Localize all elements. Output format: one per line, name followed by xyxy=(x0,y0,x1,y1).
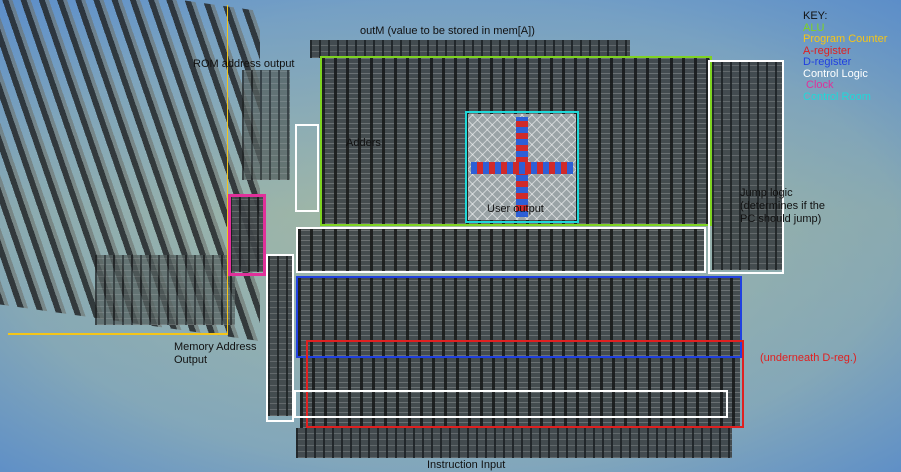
clock-circuitry xyxy=(230,196,264,272)
legend-item-a-register: A-register xyxy=(803,44,851,57)
program-counter-outline xyxy=(8,5,228,335)
control-room-outline xyxy=(465,111,579,223)
legend-item-d-register: D-register xyxy=(803,56,852,68)
memory-address-outline xyxy=(266,254,294,422)
jump-logic-label-line3: PC should jump) xyxy=(740,213,822,225)
jump-logic-label-line1: Jump logic xyxy=(740,187,793,199)
jump-logic-label-line2: (determines if the xyxy=(740,200,825,212)
instruction-input-circuitry xyxy=(296,428,732,458)
d-register-circuitry xyxy=(298,278,740,356)
legend-key: KEY: ALU Program Counter A-register D-re… xyxy=(803,10,888,103)
a-register-outline xyxy=(306,340,744,428)
instruction-input-label: Instruction Input xyxy=(427,459,506,471)
outm-label: outM (value to be stored in mem[A]) xyxy=(360,25,535,37)
d-register-outline xyxy=(296,276,742,358)
alu-outline xyxy=(320,56,712,226)
rom-lower-circuitry xyxy=(95,255,235,325)
adders-side-circuitry xyxy=(242,70,290,180)
user-output-label: User output xyxy=(487,203,544,215)
clock-outline xyxy=(228,194,266,276)
control-logic-outline xyxy=(296,227,706,273)
underneath-d-reg-label: (underneath D-reg.) xyxy=(760,352,857,364)
legend-item-control-logic: Control Logic xyxy=(803,67,868,80)
adders-side-outline xyxy=(295,124,319,212)
legend-item-alu: ALU xyxy=(803,21,825,34)
memory-address-label-line2: Output xyxy=(174,354,208,366)
program-counter-bottom-line xyxy=(8,333,228,335)
legend-title: KEY: xyxy=(803,10,828,22)
jump-logic-circuitry xyxy=(712,62,782,270)
adders-label: Adders xyxy=(346,137,381,149)
legend-item-program-counter: Program Counter xyxy=(803,33,888,45)
legend-item-clock: Clock xyxy=(806,79,834,91)
rom-address-label: ROM address output xyxy=(193,58,295,70)
memory-address-circuitry xyxy=(268,256,292,416)
legend-item-control-room: Control Room xyxy=(803,90,871,103)
memory-address-label-line1: Memory Address xyxy=(174,341,257,353)
jump-logic-outline xyxy=(708,60,784,274)
control-room-cross-horizontal xyxy=(471,162,573,174)
instruction-decode-outline xyxy=(294,390,728,418)
control-logic-circuitry xyxy=(298,229,704,271)
upper-bus-circuitry xyxy=(310,40,630,58)
